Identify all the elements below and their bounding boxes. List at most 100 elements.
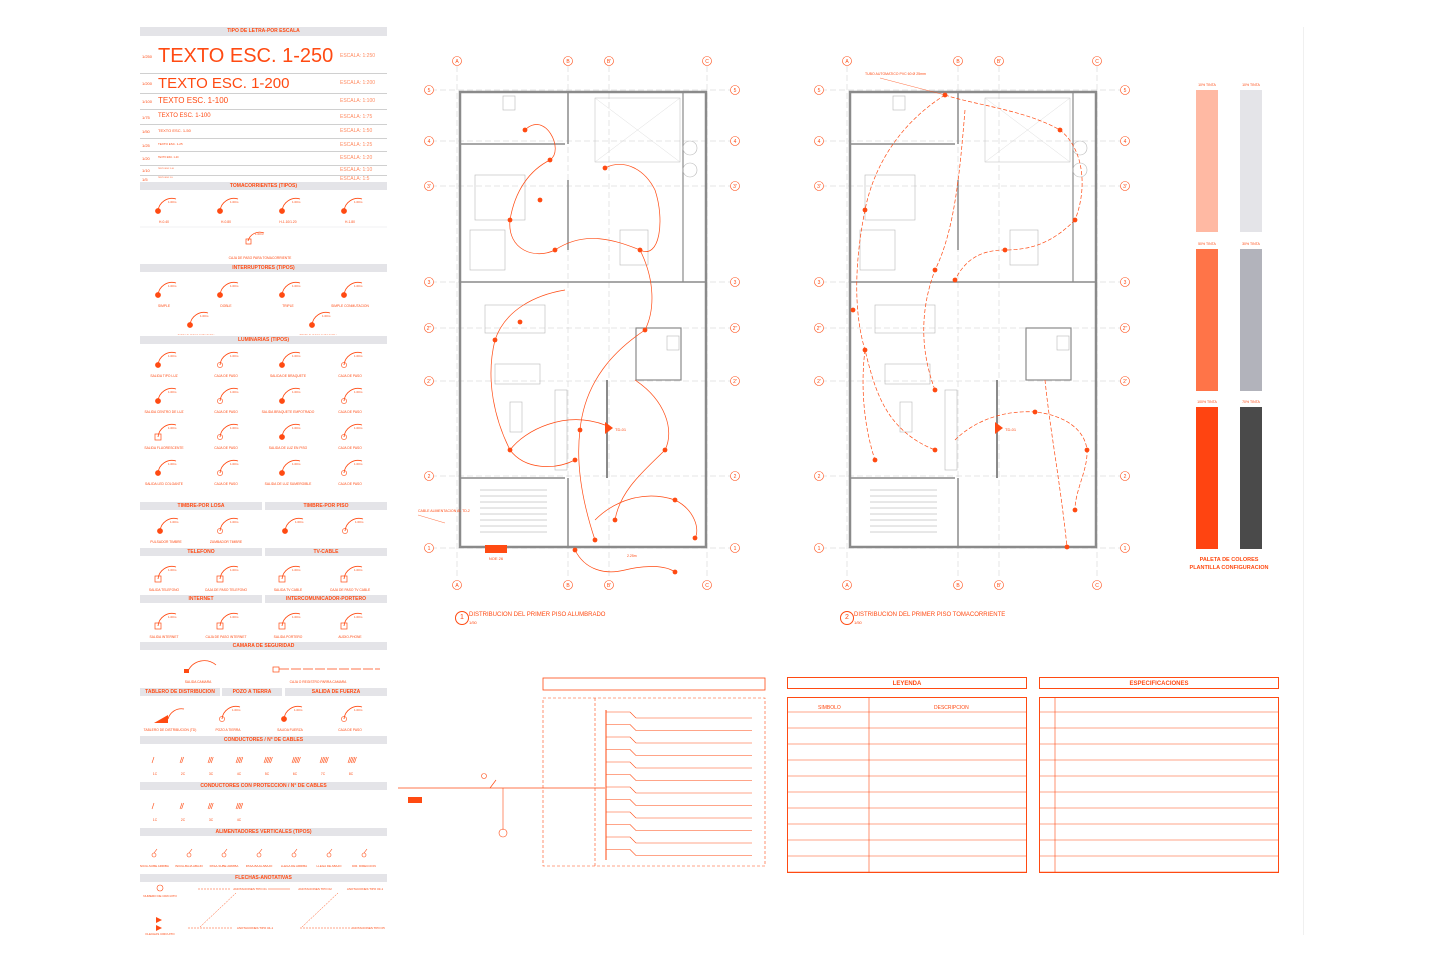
conductor-symbol: 8C bbox=[347, 756, 357, 776]
meter-box bbox=[408, 797, 422, 803]
color-swatch bbox=[1240, 90, 1262, 232]
section-alimentadores: ALIMENTADORES VERTICALES (TIPOS) bbox=[140, 828, 387, 836]
circuit-arc bbox=[343, 706, 363, 720]
tablero-label: TD-01 bbox=[1005, 427, 1017, 432]
branch-switch bbox=[629, 824, 637, 831]
scale-tag: 1/75 bbox=[142, 114, 150, 120]
device-icon bbox=[952, 277, 958, 283]
symbol-caption: FLECHAS CIRCUITO bbox=[145, 932, 175, 935]
circuit-path bbox=[578, 249, 653, 541]
axis-bubble bbox=[814, 85, 824, 95]
symbol-caption: TRIPLE bbox=[282, 304, 294, 308]
scale-label: ESCALA: 1:100 bbox=[340, 98, 376, 104]
symbol-caption: PULSADOR TIMBRE bbox=[150, 540, 182, 544]
conductor-symbol: 1C bbox=[151, 756, 158, 776]
axis-label: B bbox=[566, 583, 570, 589]
conductor-tick bbox=[240, 756, 244, 764]
axis-bubble bbox=[730, 85, 740, 95]
axis-label: 4 bbox=[1124, 139, 1127, 145]
axis-label: 3' bbox=[817, 184, 821, 190]
section-flechas: FLECHAS-ANOTATIVAS bbox=[140, 874, 387, 882]
axis-label: 2 bbox=[1124, 474, 1127, 480]
axis-label: 3 bbox=[1124, 280, 1127, 286]
conductor-tick bbox=[238, 756, 242, 764]
length-label: 1.00m bbox=[255, 232, 264, 236]
conductor-tick bbox=[298, 756, 301, 764]
length-label: 1.00m bbox=[230, 200, 239, 204]
axis-bubble bbox=[424, 136, 434, 146]
outlet-icon bbox=[279, 362, 285, 368]
box-icon bbox=[154, 622, 162, 630]
symbol-caption: H-1.80 bbox=[345, 220, 355, 224]
conductor-tick bbox=[210, 756, 214, 764]
dimension-text: 2.25m bbox=[627, 554, 637, 558]
device-icon bbox=[507, 217, 513, 223]
alimentador-icon bbox=[221, 852, 227, 858]
outlet-icon bbox=[282, 528, 288, 534]
axis-label: B' bbox=[997, 583, 1001, 589]
branch-switch bbox=[629, 786, 637, 794]
symbol-caption: SALIDA FUERZA bbox=[277, 728, 303, 732]
legend-symbol: 1.00m bbox=[282, 518, 304, 534]
circuit-number-icon bbox=[156, 884, 164, 892]
conductor-tick bbox=[179, 756, 183, 764]
circuit-path bbox=[1044, 379, 1068, 548]
length-label: 1.00m bbox=[168, 390, 177, 394]
axis-bubble bbox=[730, 471, 740, 481]
plan-2-title: DISTRIBUCION DEL PRIMER PISO TOMACORRIEN… bbox=[854, 612, 1006, 618]
patio-void bbox=[594, 97, 681, 163]
scale-sample-text: TEXTO ESC. 1-250 bbox=[158, 45, 334, 67]
conductor-symbol: 7C bbox=[319, 756, 329, 776]
outer-wall bbox=[458, 90, 708, 549]
breaker-icon bbox=[481, 773, 487, 779]
length-label: 1.00m bbox=[168, 568, 177, 572]
alimentador-symbol: PASA-SUBE ARRIBA bbox=[210, 848, 238, 868]
symbol-caption: CAJA DE PASO bbox=[214, 374, 238, 378]
conductor-symbol: 3C bbox=[207, 802, 214, 822]
circuit-arc bbox=[281, 613, 301, 627]
leyenda-grid bbox=[787, 697, 1027, 873]
axis-label: B bbox=[566, 59, 570, 65]
circuit-arc bbox=[219, 518, 239, 532]
conductor-tick bbox=[326, 756, 329, 764]
plan-1-number: 1 bbox=[455, 611, 469, 625]
scale-sample-text: TEXTO ESC. 1-100 bbox=[158, 96, 229, 105]
scale-sample-text: TEXTO ESC. 1-100 bbox=[158, 112, 211, 119]
section-timbre-losa: TIMBRE-POR LOSA bbox=[140, 502, 262, 510]
plan-1-title: DISTRIBUCION DEL PRIMER PISO ALUMBRADO bbox=[469, 612, 606, 618]
symbol-caption: ZUMBADOR TIMBRE bbox=[210, 540, 243, 544]
section-tvcable: TV-CABLE bbox=[265, 548, 387, 556]
symbol-caption: CAJA DE PASO bbox=[338, 728, 362, 732]
section-intercom: INTERCOMUNICADOR-PORTERO bbox=[265, 595, 387, 603]
length-label: 1.00m bbox=[230, 462, 239, 466]
axis-bubble bbox=[702, 580, 712, 590]
symbol-caption: INICIA-BAJA ABAJO bbox=[175, 864, 203, 868]
scale-tag: 1/5 bbox=[142, 176, 148, 182]
axis-label: C bbox=[1095, 59, 1099, 65]
outlet-icon bbox=[341, 208, 347, 214]
axis-bubble bbox=[814, 136, 824, 146]
device-icon bbox=[932, 447, 938, 453]
axis-label: 2'' bbox=[427, 326, 432, 332]
length-label: 1.00m bbox=[230, 615, 239, 619]
axis-bubble bbox=[424, 323, 434, 333]
axis-label: 3 bbox=[428, 280, 431, 286]
conductor-tick bbox=[354, 756, 357, 764]
outlet-icon bbox=[279, 434, 285, 440]
axis-label: 1 bbox=[1124, 546, 1127, 552]
symbol-caption: ANOTACIONES TIPO 03-1 bbox=[347, 887, 384, 891]
circuit-arc bbox=[219, 424, 239, 438]
scale-label: ESCALA: 1:5 bbox=[340, 175, 370, 182]
symbol-caption: CAJA DE PASO bbox=[338, 482, 362, 486]
toilet-2 bbox=[1056, 335, 1070, 351]
axis-bubble bbox=[814, 543, 824, 553]
